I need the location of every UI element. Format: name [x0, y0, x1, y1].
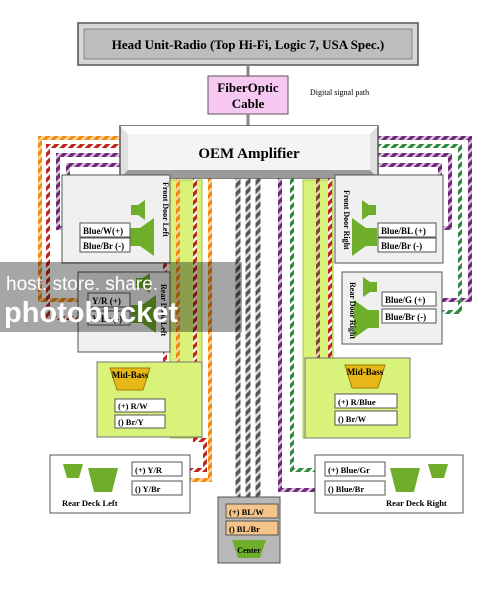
midbass-left-plus: (+) R/W: [118, 401, 148, 411]
watermark-line1: host. store. share.: [6, 274, 158, 295]
speaker-icon: [428, 464, 448, 478]
head-unit-title: Head Unit-Radio (Top Hi-Fi, Logic 7, USA…: [112, 37, 385, 52]
center-wires: [235, 178, 261, 508]
rear-left-minus: Y/Br (-): [92, 314, 122, 324]
fiber-line1: FiberOptic: [217, 80, 279, 95]
oem-amplifier-box: OEM Amplifier: [119, 125, 379, 179]
midbass-right-label: Mid-Bass: [347, 367, 384, 377]
speaker-icon: [352, 218, 366, 256]
tweeter-icon: [363, 277, 370, 297]
rear-right-plus: Blue/G (+): [385, 295, 425, 305]
midbass-right-plus: (+) R/Blue: [338, 397, 376, 407]
midbass-right-group: Mid-Bass (+) R/Blue () Br/W: [304, 357, 411, 439]
rear-right-minus: Blue/Br (-): [385, 312, 426, 322]
rear-left-plus: Y/R (+): [92, 296, 121, 306]
watermark: host. store. share. photobucket: [0, 262, 242, 332]
speaker-icon: [142, 295, 156, 333]
front-right-plus: Blue/BL (+): [381, 226, 426, 236]
front-left-plus: Blue/W(+): [83, 226, 123, 236]
amplifier-label: OEM Amplifier: [198, 146, 300, 162]
fiber-line2: Cable: [232, 96, 265, 111]
front-door-left-label: Front Door Left: [161, 182, 170, 237]
midbass-right-minus: () Br/W: [338, 414, 367, 424]
tweeter-icon: [138, 200, 145, 220]
watermark-line2: photobucket: [4, 297, 178, 329]
speaker-icon: [390, 468, 420, 492]
speaker-icon: [140, 218, 154, 256]
center-label: Center: [237, 546, 261, 555]
rear-deck-right-label: Rear Deck Right: [386, 498, 447, 508]
rear-deck-left-group: (+) Y/R () Y/Br Rear Deck Left: [49, 454, 191, 514]
rear-door-left-label: Rear Door Left: [159, 284, 168, 336]
speaker-icon: [354, 300, 368, 338]
woofer-icon: [344, 364, 386, 389]
rear-door-left-group: Y/R (+) Y/Br (-) Rear Door Left: [77, 271, 171, 353]
head-unit-box: Head Unit-Radio (Top Hi-Fi, Logic 7, USA…: [77, 22, 419, 66]
speaker-icon: [88, 468, 118, 492]
rear-deck-left-label: Rear Deck Left: [62, 498, 118, 508]
digital-signal-note: Digital signal path: [310, 88, 369, 97]
speaker-icon: [232, 540, 266, 558]
front-right-minus: Blue/Br (-): [381, 241, 422, 251]
rear-deck-right-plus: (+) Blue/Gr: [328, 465, 370, 475]
midbass-left-label: Mid-Bass: [112, 370, 149, 380]
tweeter-icon: [143, 273, 150, 293]
tweeter-icon: [362, 200, 369, 220]
rear-deck-left-minus: () Y/Br: [135, 484, 161, 494]
rear-deck-right-minus: () Blue/Br: [328, 484, 364, 494]
front-door-right-group: Blue/BL (+) Blue/Br (-) Front Door Right: [334, 174, 444, 264]
front-door-right-label: Front Door Right: [342, 190, 351, 250]
midbass-left-minus: () Br/Y: [118, 417, 144, 427]
center-plus: (+) BL/W: [229, 507, 264, 517]
rear-deck-right-group: (+) Blue/Gr () Blue/Br Rear Deck Right: [314, 454, 464, 514]
rear-door-right-group: Blue/G (+) Blue/Br (-) Rear Door Right: [341, 271, 443, 345]
front-left-minus: Blue/Br (-): [83, 241, 124, 251]
speaker-icon: [63, 464, 83, 478]
rear-door-right-label: Rear Door Right: [348, 282, 357, 339]
center-minus: () BL/Br: [229, 524, 260, 534]
rear-deck-left-plus: (+) Y/R: [135, 465, 163, 475]
center-group: (+) BL/W () BL/Br Center: [217, 496, 281, 564]
midbass-left-group: Mid-Bass (+) R/W () Br/Y: [96, 361, 203, 438]
woofer-icon: [109, 367, 151, 391]
fiber-optic-box: FiberOptic Cable: [207, 75, 289, 115]
front-door-left-group: Blue/W(+) Blue/Br (-) Front Door Left: [61, 174, 171, 264]
